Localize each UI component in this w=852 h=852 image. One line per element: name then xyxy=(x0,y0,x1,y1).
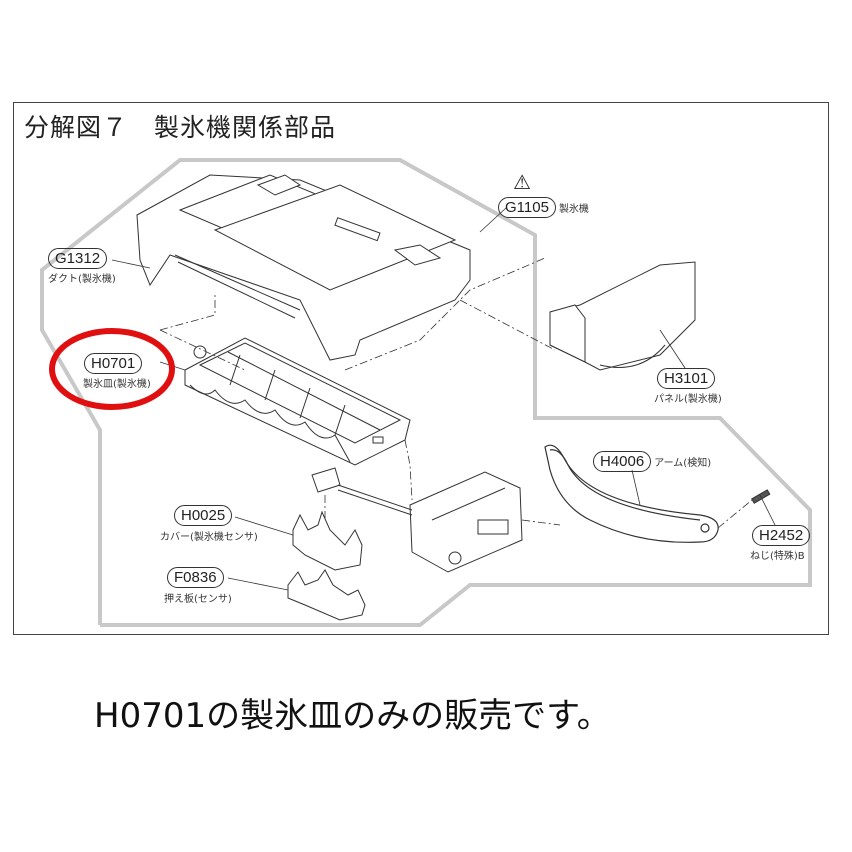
panel-part xyxy=(549,261,696,371)
part-name: 製氷機 xyxy=(558,204,589,215)
part-label-g1105: G1105 製氷機 xyxy=(498,197,589,218)
diagram-title: 分解図７ 製氷機関係部品 xyxy=(24,113,337,142)
part-code: H0701 xyxy=(84,353,143,374)
part-name: ねじ(特殊)B xyxy=(750,551,805,562)
ice-tray-part xyxy=(184,337,411,466)
warning-triangle-icon: ⚠ xyxy=(513,170,531,194)
part-code: H2452 xyxy=(752,525,811,546)
part-code: H0025 xyxy=(174,505,233,526)
part-name: アーム(検知) xyxy=(654,458,712,469)
sales-note-caption: H0701の製氷皿のみの販売です。 xyxy=(94,696,611,736)
part-label-h2452: H2452 xyxy=(752,525,811,546)
part-label-g1312: G1312 xyxy=(48,248,108,269)
part-name: 製氷皿(製氷機) xyxy=(83,379,151,390)
sensor-presser-part xyxy=(287,569,366,621)
part-code: H3101 xyxy=(657,368,716,389)
highlight-circle xyxy=(49,328,175,410)
part-name: パネル(製氷機) xyxy=(654,394,722,405)
part-code: G1105 xyxy=(498,197,556,218)
duct-part xyxy=(136,174,471,361)
motor-unit-part xyxy=(311,467,523,573)
part-name: 押え板(センサ) xyxy=(164,594,232,605)
part-label-h0701: H0701 xyxy=(84,353,143,374)
sensor-cover-part xyxy=(292,510,363,571)
detection-arm-part xyxy=(544,444,719,543)
part-code: F0836 xyxy=(167,567,224,588)
part-label-f0836: F0836 xyxy=(167,567,224,588)
part-name: ダクト(製氷機) xyxy=(48,274,116,285)
part-name: カバー(製氷機センサ) xyxy=(160,532,258,543)
part-code: H4006 xyxy=(593,451,652,472)
part-label-h4006: H4006 アーム(検知) xyxy=(593,451,711,472)
part-code: G1312 xyxy=(48,248,108,269)
part-label-h3101: H3101 xyxy=(657,368,716,389)
part-label-h0025: H0025 xyxy=(174,505,233,526)
